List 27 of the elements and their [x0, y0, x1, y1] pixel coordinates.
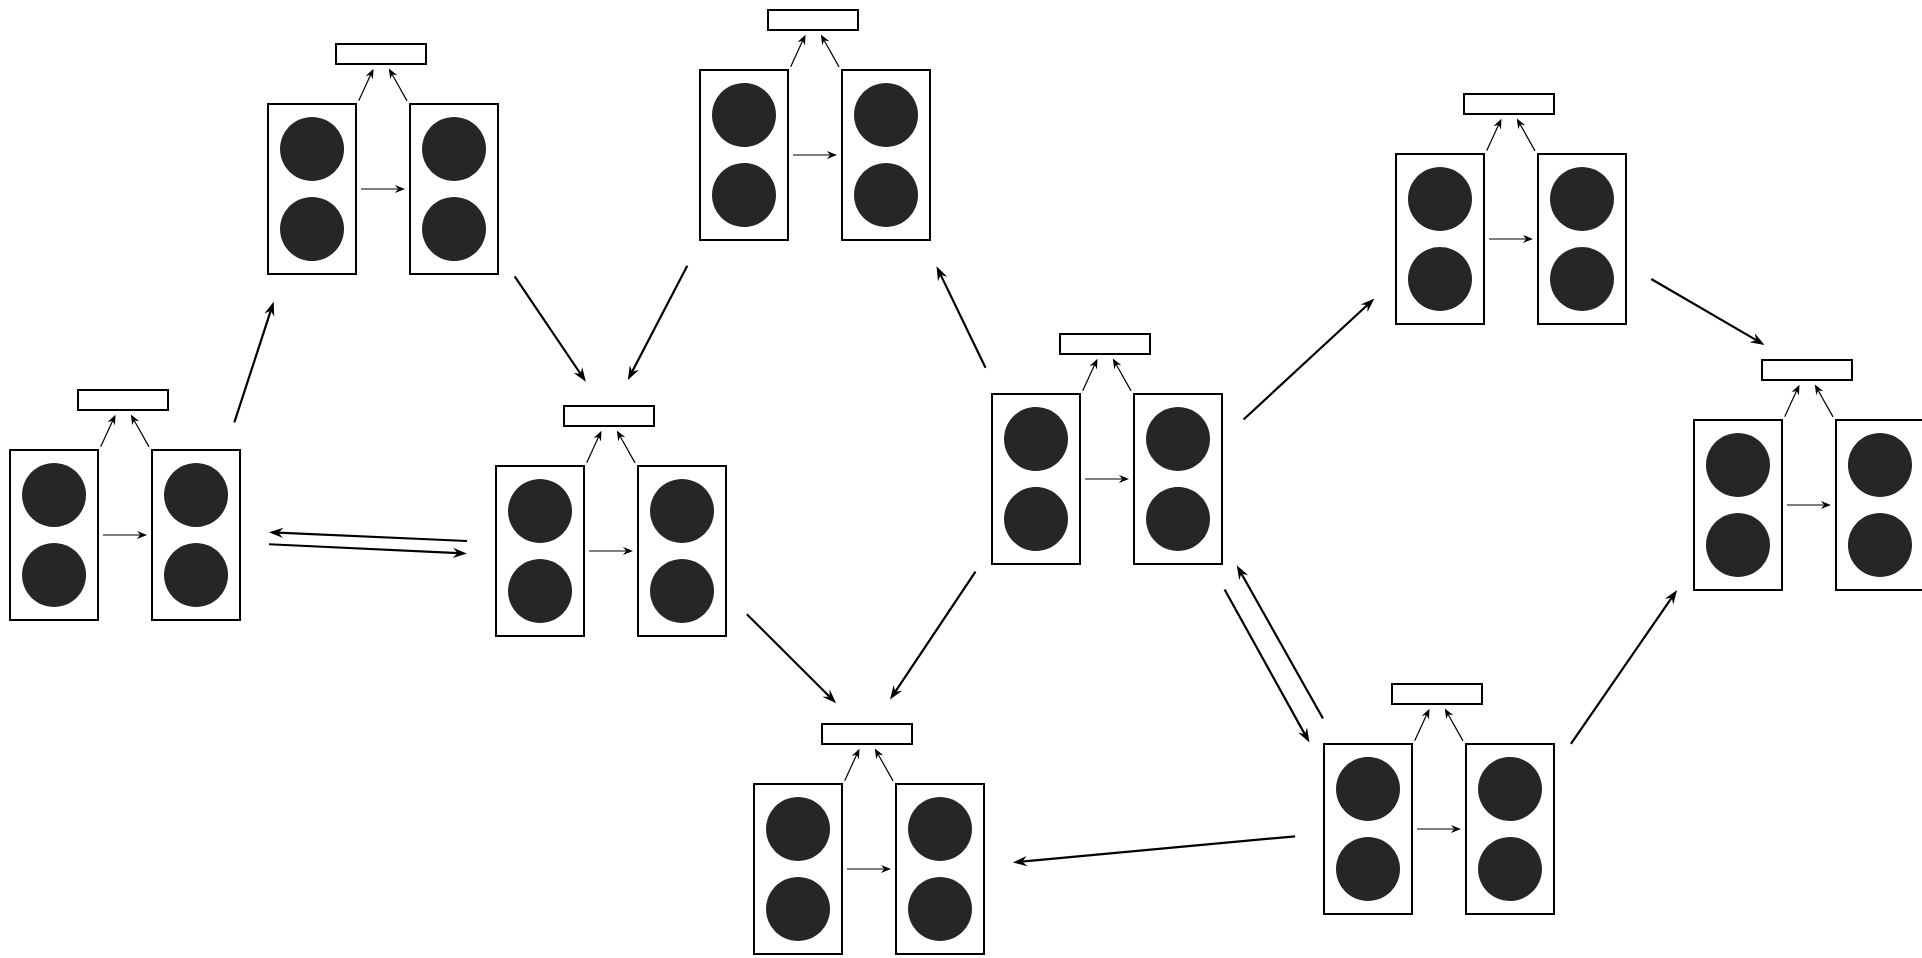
circle-box	[1835, 419, 1922, 591]
circle-box	[1133, 393, 1223, 565]
circle-box	[495, 465, 585, 637]
circle-box	[1323, 743, 1413, 915]
circle-box	[753, 783, 843, 955]
circle-box	[1537, 153, 1627, 325]
circle-box	[9, 449, 100, 621]
circle-box	[841, 69, 931, 241]
bar	[821, 723, 913, 745]
circle-box	[1395, 153, 1485, 325]
circle-box	[1693, 419, 1783, 591]
circle-box	[1465, 743, 1555, 915]
circle-box	[267, 103, 357, 275]
bar	[1761, 359, 1853, 381]
bar	[77, 389, 170, 411]
bar	[335, 43, 427, 65]
bar	[1463, 93, 1555, 115]
bar	[563, 405, 655, 427]
circle-box	[409, 103, 499, 275]
bar	[767, 9, 859, 31]
circle-box	[895, 783, 985, 955]
bar	[1059, 333, 1151, 355]
circle-box	[637, 465, 727, 637]
circle-box	[699, 69, 789, 241]
circle-box	[991, 393, 1081, 565]
circle-box	[151, 449, 242, 621]
bar	[1391, 683, 1483, 705]
